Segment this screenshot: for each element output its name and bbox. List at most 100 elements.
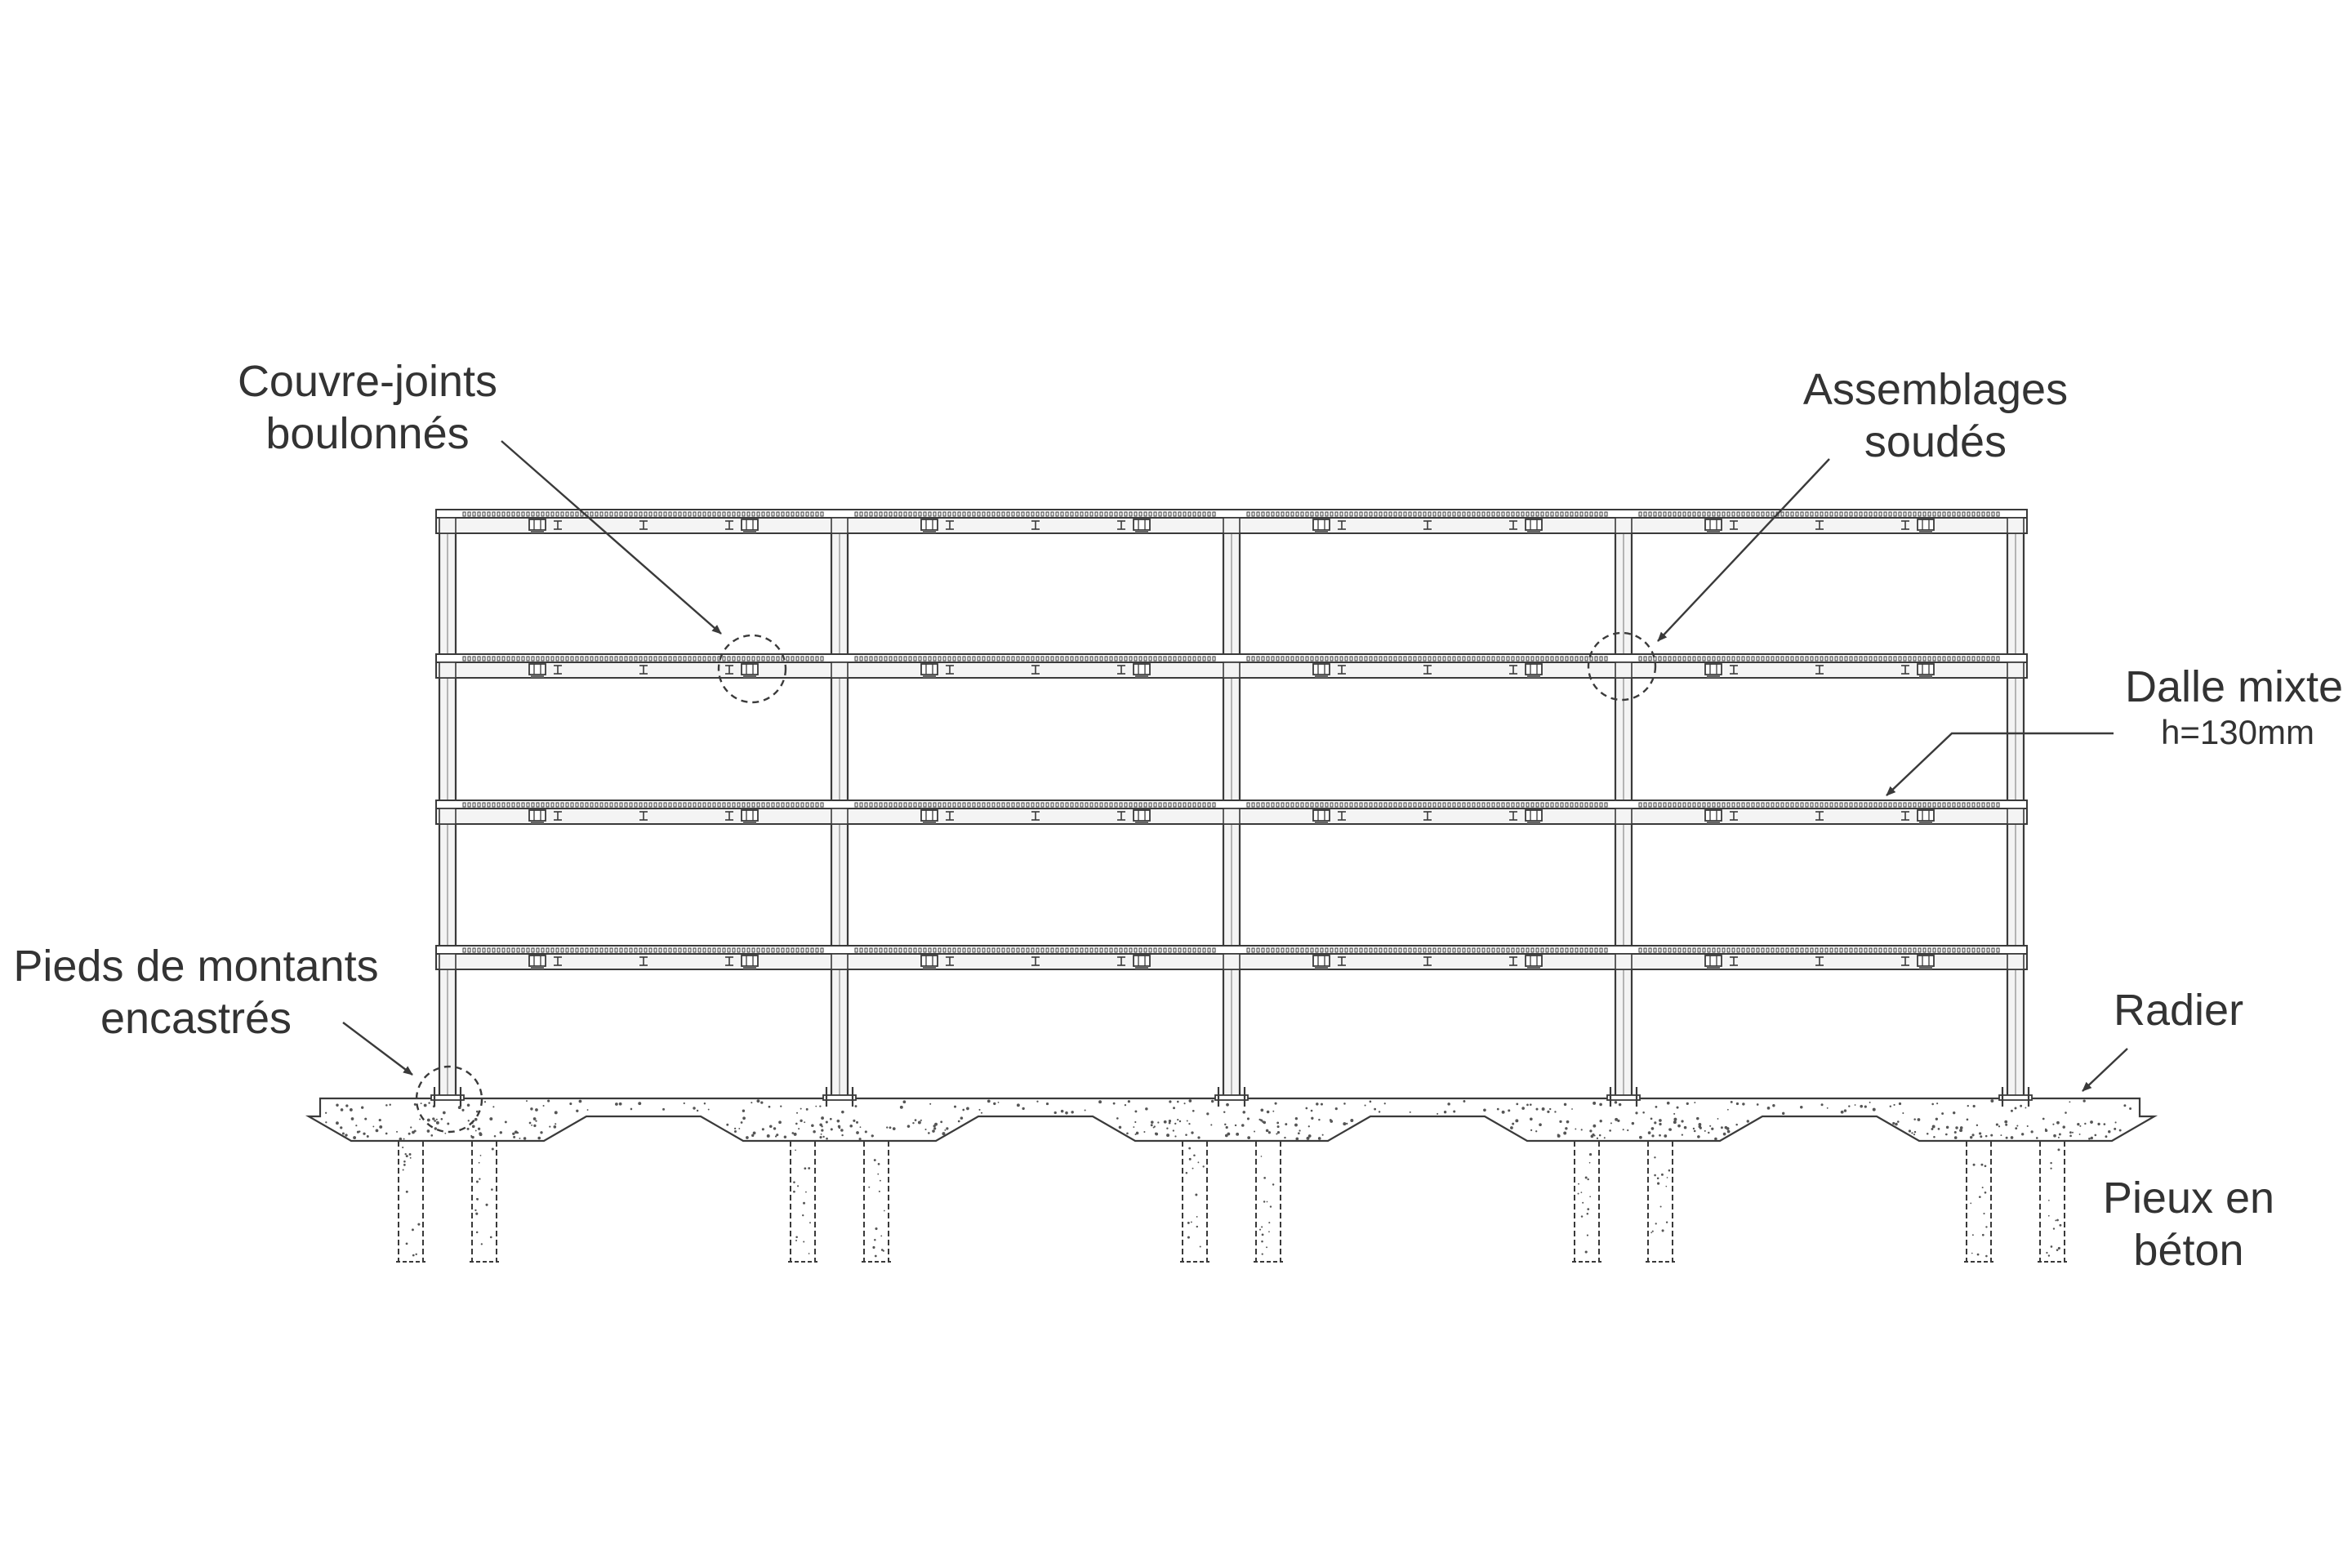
label-assemblages-soudes: Assemblages soudés [1772,364,2099,468]
label-dalle-line2: h=130mm [2161,712,2314,751]
bolted-splice-plate [1917,809,1935,822]
label-assemblages-line1: Assemblages [1802,365,2069,414]
bolted-splice-callout-circle [717,634,787,704]
label-radier: Radier [2114,986,2244,1035]
radier-concrete-texture [325,1099,2132,1141]
label-couvre-joints-line2: boulonnés [265,408,470,458]
bolted-splice-plate [528,519,546,531]
bolted-splice-plate [1312,809,1330,822]
concrete-pile [1180,1141,1209,1263]
bolted-splice-plate [741,519,759,531]
bolted-splice-plate [741,809,759,822]
label-pieux-line2: béton [2133,1225,2244,1275]
label-assemblages-line2: soudés [1864,416,2007,466]
concrete-pile [788,1141,817,1263]
label-pieds-line1: Pieds de montants [13,942,379,991]
label-pieux-line1: Pieux en [2102,1174,2275,1223]
beam-column-connection [831,808,849,825]
floor-level [435,509,2028,534]
foundation-raft-and-piles [305,1097,2158,1263]
bolted-splice-plate [1525,519,1543,531]
beam-column-connection [2007,662,2025,679]
label-dalle-mixte: Dalle mixte h=130mm [2125,662,2343,752]
beam-column-connection [2007,808,2025,825]
composite-floor-beams [435,509,2028,970]
column-base-plate [430,1094,465,1101]
floor-level [435,800,2028,825]
bolted-splice-plate [741,663,759,675]
beam-column-connection [1615,662,1633,679]
bolted-splice-plate [1704,663,1722,675]
bolted-splice-plate [1133,663,1151,675]
floor-level [435,945,2028,970]
beam-column-connection [1223,517,1241,534]
floor-level [435,653,2028,679]
bolted-splice-plate [1704,955,1722,967]
bolted-splice-plate [741,955,759,967]
label-couvre-joints-line1: Couvre-joints [237,357,498,406]
column-base-plate [1998,1094,2033,1101]
beam-column-connection [1223,953,1241,970]
bolted-splice-plate [920,955,938,967]
column-base-plate [1606,1094,1641,1101]
concrete-pile [470,1141,499,1263]
concrete-pile [862,1141,891,1263]
column-base-plate [1214,1094,1249,1101]
bolted-splice-plate [1312,663,1330,675]
bolted-splice-plate [1525,955,1543,967]
bolted-splice-plate [920,663,938,675]
bolted-splice-plate [1704,809,1722,822]
couvre-joints-leader-arrow [501,440,722,635]
concrete-pile [396,1141,425,1263]
concrete-pile [1964,1141,1993,1263]
bolted-splice-plate [1525,809,1543,822]
beam-column-connection [1615,517,1633,534]
concrete-pile [2038,1141,2067,1263]
bolted-splice-plate [1312,955,1330,967]
beam-column-connection [831,662,849,679]
beam-column-connection [831,953,849,970]
bolted-splice-plate [1312,519,1330,531]
label-dalle-line1: Dalle mixte [2125,662,2344,711]
bolted-splice-plate [1917,663,1935,675]
label-pieux-en-beton: Pieux en béton [2066,1173,2311,1276]
bolted-splice-plate [1704,519,1722,531]
bolted-splice-plate [1133,519,1151,531]
beam-column-connection [831,517,849,534]
bolted-splice-plate [1133,809,1151,822]
beam-column-connection [1615,808,1633,825]
assemblages-leader-arrow [1657,458,1830,642]
bolted-splice-plate [920,809,938,822]
bolted-splice-plate [1525,663,1543,675]
pieds-de-montants-leader-arrow [342,1022,413,1076]
beam-column-connection [439,662,457,679]
label-couvre-joints: Couvre-joints boulonnés [204,356,531,460]
column-base-plate [822,1094,857,1101]
label-pieds-line2: encastrés [100,993,292,1043]
bolted-splice-plate [1917,955,1935,967]
radier-leader-arrow [2082,1048,2128,1092]
fixed-column-base-callout-circle [415,1065,483,1134]
beam-column-connection [1615,953,1633,970]
beam-column-connection [1223,662,1241,679]
callout-arrows-and-circles [342,440,2128,1134]
bolted-splice-plate [1917,519,1935,531]
concrete-pile [1572,1141,1601,1263]
bolted-splice-plate [528,955,546,967]
dalle-mixte-leader-arrow [1886,732,2114,796]
bolted-splice-plate [528,809,546,822]
beam-column-connection [439,808,457,825]
beam-column-connection [2007,517,2025,534]
label-pieds-de-montants: Pieds de montants encastrés [0,941,425,1045]
radier-raft [305,1097,2158,1143]
bolted-splice-plate [1133,955,1151,967]
beam-column-connection [1223,808,1241,825]
bolted-splice-plate [920,519,938,531]
beam-column-connection [439,953,457,970]
concrete-pile [1646,1141,1675,1263]
welded-connection-callout-circle [1587,631,1657,702]
beam-column-connection [439,517,457,534]
bolted-splice-plate [528,663,546,675]
beam-column-connection [2007,953,2025,970]
